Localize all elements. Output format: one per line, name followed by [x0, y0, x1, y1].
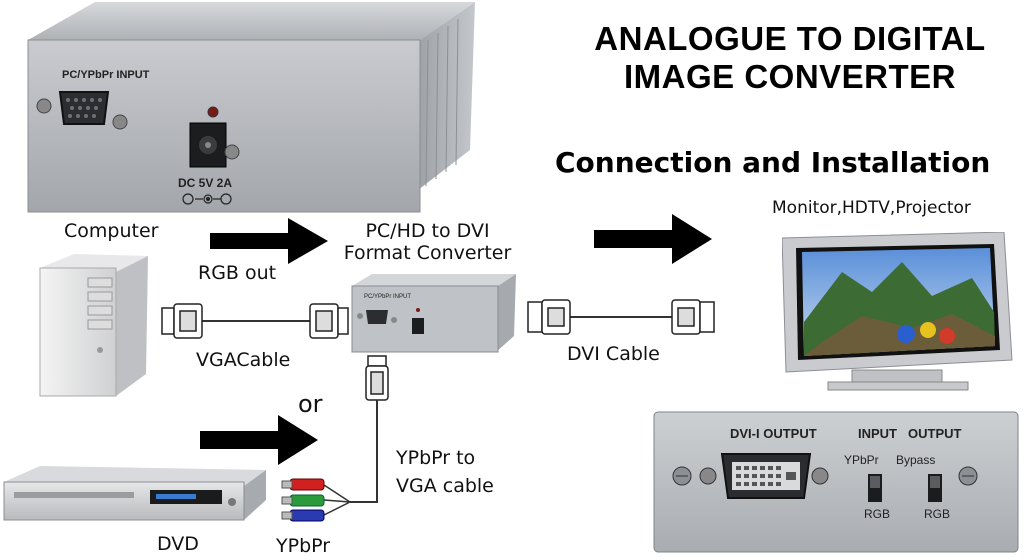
rca-green-plug [281, 494, 325, 507]
computer-label: Computer [64, 220, 159, 242]
converter-device-small: PC/YPbPr INPUT [351, 274, 516, 353]
converter-label-line-2: Format Converter [343, 242, 512, 264]
back-panel-ypbpr: YPbPr [844, 453, 879, 467]
arrow-dvd-to-converter [200, 415, 318, 465]
rca-red-plug [281, 478, 325, 491]
arrow-computer-to-converter [210, 218, 328, 264]
rca-blue-plug [281, 509, 325, 522]
small-device-input-label: PC/YPbPr INPUT [364, 294, 411, 300]
dvi-cable [527, 299, 715, 335]
vga-cable-label: VGACable [196, 349, 291, 371]
computer-tower [39, 254, 148, 397]
vga-cable [161, 303, 349, 339]
title-line-1: ANALOGUE TO DIGITAL [594, 20, 986, 57]
section-subtitle: Connection and Installation [555, 146, 991, 179]
page-title: ANALOGUE TO DIGITAL IMAGE CONVERTER [560, 20, 1020, 96]
ypbpr-vga-line-1: YPbPr to [396, 447, 476, 469]
back-panel-input: INPUT [858, 426, 897, 441]
ypbpr-label: YPbPr [276, 535, 331, 557]
title-line-2: IMAGE CONVERTER [623, 58, 957, 95]
converter-label: PC/HD to DVI Format Converter [320, 220, 535, 264]
monitor-display [782, 232, 1013, 391]
ypbpr-vga-cable-label: YPbPr to VGA cable [396, 444, 494, 500]
converter-back-panel: DVI-I OUTPUT INPUT OUTPUT YPbPr Bypass R… [653, 411, 1019, 553]
or-label: or [298, 390, 323, 418]
monitor-label: Monitor,HDTV,Projector [772, 198, 971, 218]
device-input-label: PC/YPbPr INPUT [62, 69, 150, 81]
dvi-cable-label: DVI Cable [567, 343, 660, 365]
device-power-label: DC 5V 2A [178, 176, 232, 190]
dvd-label: DVD [157, 533, 199, 555]
converter-label-line-1: PC/HD to DVI [365, 220, 490, 242]
back-panel-rgb-left: RGB [864, 507, 890, 521]
ypbpr-to-vga-cable [281, 355, 389, 522]
back-panel-rgb-right: RGB [924, 507, 950, 521]
converter-device-large: PC/YPbPr INPUT DC 5V 2A [27, 2, 475, 213]
arrow-converter-to-monitor [594, 214, 712, 264]
dvd-player [3, 466, 266, 521]
back-panel-dvi-output: DVI-I OUTPUT [730, 426, 817, 441]
back-panel-bypass: Bypass [896, 453, 935, 467]
ypbpr-vga-line-2: VGA cable [396, 475, 494, 497]
rgb-out-label: RGB out [198, 262, 277, 284]
back-panel-output: OUTPUT [908, 426, 962, 441]
